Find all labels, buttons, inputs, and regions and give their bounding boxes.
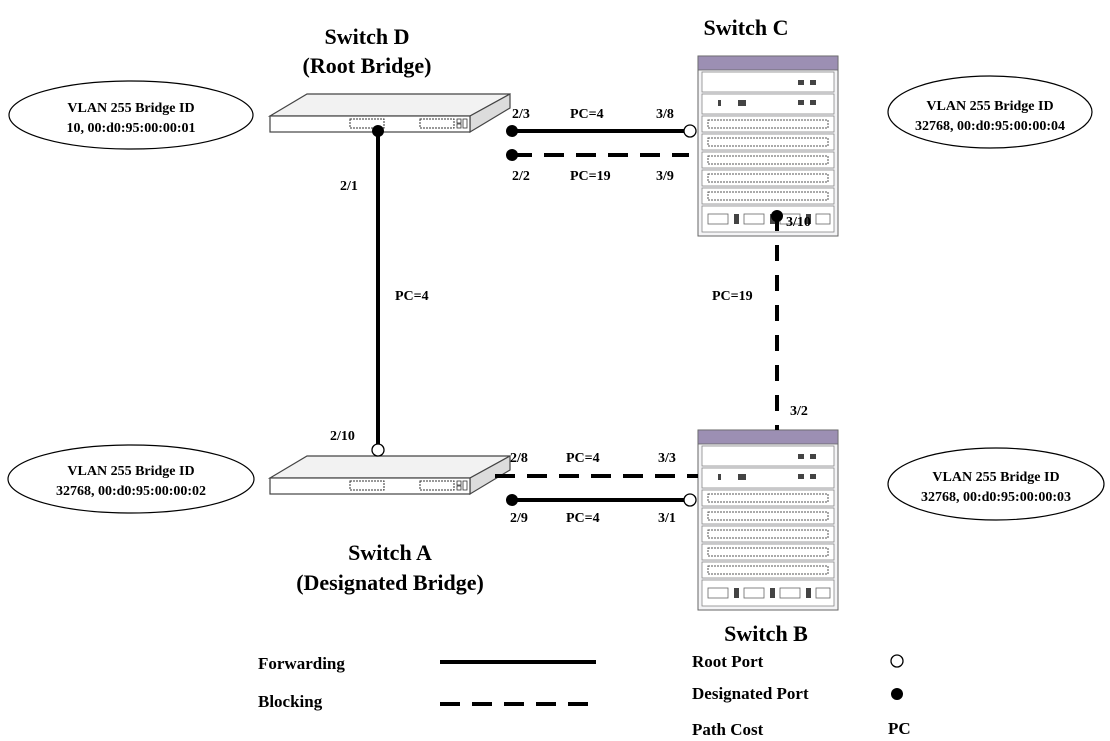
switch-c-device [697, 55, 839, 237]
port-label: 2/9 [510, 511, 528, 526]
switch-a-name: Switch A [348, 540, 432, 565]
switch-d-name: Switch D [325, 24, 410, 49]
switch-d-device [269, 93, 511, 133]
legend-path-cost-label: Path Cost [692, 720, 764, 739]
switch-d-bridge-id-line1: VLAN 255 Bridge ID [67, 101, 194, 116]
port-label: 3/3 [658, 451, 676, 466]
designated-port-marker [771, 210, 783, 222]
path-cost-label: PC=4 [570, 107, 604, 122]
path-cost-label: PC=4 [566, 511, 600, 526]
path-cost-label: PC=19 [570, 169, 611, 184]
switch-b-device [697, 429, 839, 611]
port-label: 3/1 [658, 511, 676, 526]
root-port-marker [371, 443, 385, 457]
port-label: 2/8 [510, 451, 528, 466]
switch-d-role: (Root Bridge) [303, 53, 432, 78]
path-cost-label: PC=19 [712, 289, 753, 304]
legend-designated-port-icon [891, 688, 903, 700]
port-label: 2/3 [512, 107, 530, 122]
switch-b-bridge-id: VLAN 255 Bridge ID 32768, 00:d0:95:00:00… [887, 447, 1105, 521]
switch-c-bridge-id-line2: 32768, 00:d0:95:00:00:04 [915, 119, 1065, 134]
switch-d-bridge-id-line2: 10, 00:d0:95:00:00:01 [66, 121, 195, 136]
legend-forwarding-label: Forwarding [258, 654, 345, 673]
switch-a-device [269, 455, 511, 495]
path-cost-label: PC=4 [395, 289, 429, 304]
legend: Forwarding Blocking Root Port Designated… [258, 652, 911, 739]
designated-port-marker [506, 125, 518, 137]
switch-a-bridge-id: VLAN 255 Bridge ID 32768, 00:d0:95:00:00… [7, 444, 255, 514]
root-port-marker [683, 493, 697, 507]
designated-port-marker [372, 125, 384, 137]
switch-c-bridge-id: VLAN 255 Bridge ID 32768, 00:d0:95:00:00… [887, 75, 1093, 149]
port-label: 2/2 [512, 169, 530, 184]
legend-blocking-label: Blocking [258, 692, 323, 711]
switch-c-bridge-id-line1: VLAN 255 Bridge ID [926, 99, 1053, 114]
legend-root-port-icon [890, 654, 904, 668]
port-label: 3/9 [656, 169, 674, 184]
switch-a-role: (Designated Bridge) [296, 570, 484, 595]
root-port-marker [683, 124, 697, 138]
switch-a-bridge-id-line2: 32768, 00:d0:95:00:00:02 [56, 484, 206, 499]
legend-path-cost-symbol: PC [888, 719, 911, 738]
switch-b-bridge-id-line1: VLAN 255 Bridge ID [932, 470, 1059, 485]
port-label: 3/2 [790, 404, 808, 419]
switch-b-name: Switch B [724, 621, 808, 646]
port-label: 2/10 [330, 429, 355, 444]
switch-b-bridge-id-line2: 32768, 00:d0:95:00:00:03 [921, 490, 1071, 505]
path-cost-label: PC=4 [566, 451, 600, 466]
switch-c-name: Switch C [704, 15, 789, 40]
designated-port-marker [506, 149, 518, 161]
switch-a-bridge-id-line1: VLAN 255 Bridge ID [67, 464, 194, 479]
port-label: 3/10 [786, 215, 811, 230]
port-label: 3/8 [656, 107, 674, 122]
port-label: 2/1 [340, 179, 358, 194]
switch-d-bridge-id: VLAN 255 Bridge ID 10, 00:d0:95:00:00:01 [8, 80, 254, 150]
legend-root-port-label: Root Port [692, 652, 764, 671]
legend-designated-port-label: Designated Port [692, 684, 809, 703]
designated-port-marker [506, 494, 518, 506]
